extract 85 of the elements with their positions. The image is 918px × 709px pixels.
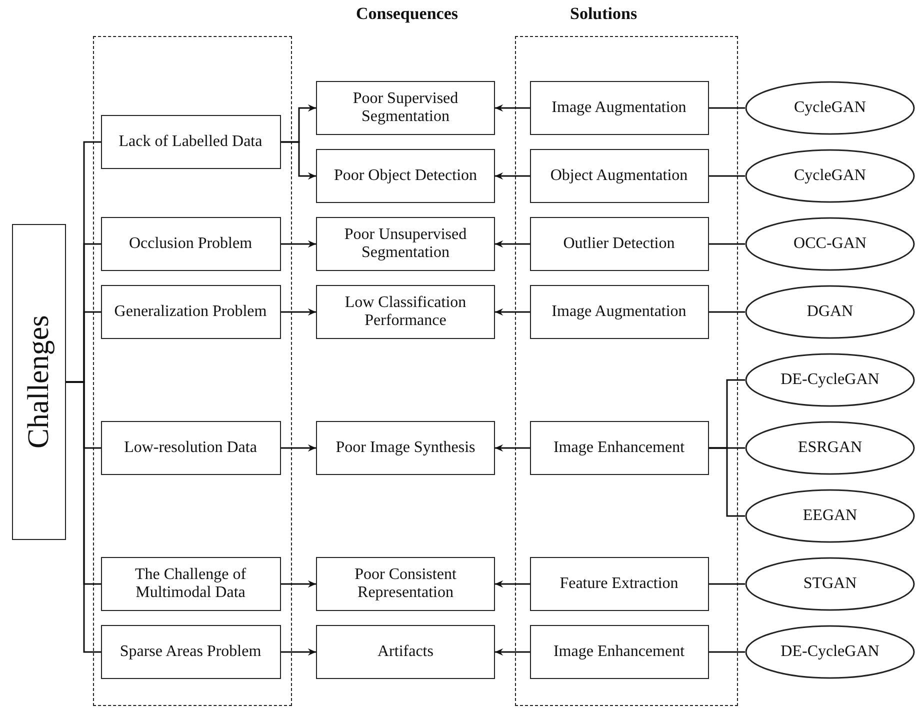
model-ellipse [745, 353, 915, 407]
column-heading: Solutions [570, 4, 638, 24]
process-box [316, 557, 495, 611]
model-ellipse [745, 421, 915, 475]
node-label: DE-CycleGAN [780, 371, 880, 389]
arrow [495, 172, 530, 180]
node-label: DE-CycleGAN [780, 643, 880, 661]
node-label: CycleGAN [793, 167, 867, 185]
node-label: Feature Extraction [558, 574, 680, 592]
node-label: Poor Unsupervised Segmentation [343, 226, 468, 262]
connector-line [709, 311, 745, 313]
connector-line [709, 651, 745, 653]
connector-line [709, 243, 745, 245]
process-box [530, 624, 708, 678]
node-label: Poor Image Synthesis [334, 439, 476, 457]
process-box [100, 284, 280, 338]
node-label: Generalization Problem [113, 302, 268, 320]
node-label: Image Enhancement [552, 438, 686, 456]
process-box [316, 625, 495, 679]
process-box [100, 420, 280, 474]
arrow [281, 648, 316, 656]
node-label: Poor Consistent Representation [354, 566, 458, 602]
process-box [100, 624, 280, 678]
node-label: Low-resolution Data [123, 438, 258, 456]
arrow [281, 580, 316, 588]
node-label: Outlier Detection [562, 234, 676, 252]
connector-line [709, 175, 745, 177]
connector-line [709, 447, 745, 517]
node-label: Lack of Labelled Data [118, 132, 264, 150]
node-label: Artifacts [376, 643, 434, 661]
node-label: Low Classification Performance [344, 294, 468, 330]
process-box [316, 149, 495, 203]
node-label: Poor Object Detection [332, 167, 478, 185]
process-box [316, 81, 495, 135]
node-label: Object Augmentation [549, 166, 689, 184]
process-box [530, 148, 708, 202]
model-ellipse [745, 217, 915, 271]
model-ellipse [745, 81, 915, 135]
arrow [281, 240, 316, 248]
arrow [281, 141, 316, 180]
column-heading: Consequences [356, 4, 458, 24]
process-box [316, 421, 495, 475]
arrow [281, 308, 316, 316]
root-box [12, 224, 66, 540]
node-label: OCC-GAN [792, 235, 868, 253]
model-ellipse [745, 489, 915, 543]
connector-line [709, 583, 745, 585]
node-label: DGAN [806, 303, 854, 321]
process-box [530, 420, 708, 474]
node-label: Image Augmentation [550, 98, 688, 116]
arrow [495, 444, 530, 452]
model-ellipse [745, 285, 915, 339]
process-box [100, 114, 280, 168]
process-box [316, 217, 495, 271]
node-label: CycleGAN [793, 99, 867, 117]
node-label: The Challenge of Multimodal Data [134, 566, 248, 602]
arrow [495, 240, 530, 248]
process-box [530, 556, 708, 610]
arrow [495, 580, 530, 588]
process-box [100, 216, 280, 270]
node-label: STGAN [802, 575, 858, 593]
node-label: Image Enhancement [552, 642, 686, 660]
arrow [495, 308, 530, 316]
connector-line [709, 107, 745, 109]
node-label: Poor Supervised Segmentation [352, 90, 460, 126]
node-label: ESRGAN [796, 439, 863, 457]
dashed-group-frame [93, 36, 292, 706]
process-box [100, 556, 280, 610]
model-ellipse [745, 557, 915, 611]
connector-line [66, 381, 101, 653]
arrow [495, 648, 530, 656]
model-ellipse [745, 625, 915, 679]
node-label: Occlusion Problem [128, 234, 254, 252]
node-label: Image Augmentation [550, 302, 688, 320]
node-label: Sparse Areas Problem [118, 642, 262, 660]
process-box [530, 284, 708, 338]
model-ellipse [745, 149, 915, 203]
process-box [530, 216, 708, 270]
process-box [316, 285, 495, 339]
dashed-group-frame [515, 36, 738, 706]
node-label: EEGAN [802, 507, 858, 525]
arrow [281, 444, 316, 452]
process-box [530, 80, 708, 134]
arrow [495, 104, 530, 112]
root-label: Challenges [22, 314, 56, 451]
